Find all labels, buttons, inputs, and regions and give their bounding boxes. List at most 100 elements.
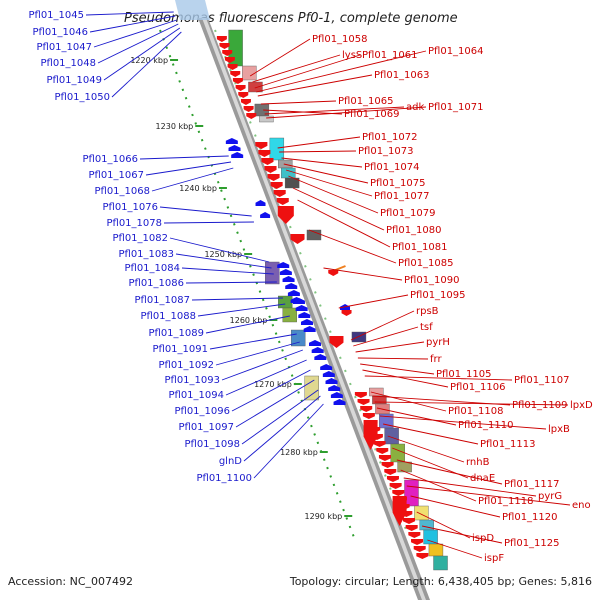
left-gene-label: Pfl01_1049 <box>46 75 102 86</box>
left-gene-label: Pfl01_1050 <box>54 92 110 103</box>
reverse-gene-arrow <box>384 469 397 475</box>
reverse-gene-arrow <box>243 106 254 112</box>
forward-gene-arrow <box>298 312 311 318</box>
reverse-gene-arrow <box>405 525 418 531</box>
reverse-gene-arrow <box>341 310 352 316</box>
forward-gene-arrow <box>309 340 322 346</box>
forward-gene-arrow <box>330 392 343 398</box>
left-gene-label: glnD <box>219 456 242 467</box>
right-gene-label: pyrH <box>426 337 450 348</box>
right-label-leader <box>257 74 373 97</box>
right-gene-label: rpsB <box>416 306 439 317</box>
forward-gene-arrow <box>255 200 266 206</box>
right-gene-label: Pfl01_1090 <box>404 275 460 286</box>
gene-block <box>282 307 297 323</box>
tick-label: 1240 kbp <box>179 184 217 193</box>
forward-gene-arrow <box>285 283 298 289</box>
right-label-leader <box>355 341 425 353</box>
right-label-leader <box>277 136 361 149</box>
left-label-leader <box>97 23 179 64</box>
reverse-gene-arrow <box>373 441 386 447</box>
gene-block <box>390 443 405 463</box>
forward-gene-arrow <box>282 276 295 282</box>
right-gene-label: Pfl01_1118 <box>478 496 534 507</box>
reverse-gene-arrow <box>290 234 305 244</box>
left-gene-labels: Pfl01_1045Pfl01_1046Pfl01_1047Pfl01_1048… <box>28 10 324 484</box>
right-gene-label: Pfl01_1110 <box>458 420 514 431</box>
reverse-gene-arrow <box>264 166 277 173</box>
right-label-leader <box>360 363 435 375</box>
right-label-leader <box>279 150 357 153</box>
left-label-leader <box>221 349 303 381</box>
reverse-gene-arrow <box>392 496 407 526</box>
left-gene-label: Pfl01_1086 <box>128 278 184 289</box>
left-gene-label: Pfl01_1066 <box>82 154 138 165</box>
gene-block <box>433 555 448 571</box>
right-gene-label: Pfl01_1120 <box>502 512 558 523</box>
forward-gene-arrow <box>322 371 335 377</box>
gene-block <box>414 505 429 521</box>
right-label-leader <box>308 229 397 264</box>
left-label-leader <box>253 403 324 479</box>
forward-gene-arrow <box>225 138 238 144</box>
tick-label: 1250 kbp <box>204 250 242 259</box>
reverse-gene-arrow <box>360 406 373 412</box>
tick-label: 1280 kbp <box>280 448 318 457</box>
right-label-leader <box>350 310 415 341</box>
right-label-leader <box>416 511 471 539</box>
accession-text: Accession: NC_007492 <box>8 575 133 588</box>
left-label-leader <box>175 253 272 269</box>
left-gene-label: Pfl01_1087 <box>134 295 190 306</box>
reverse-gene-arrow <box>276 198 289 205</box>
forward-gene-arrow <box>328 385 341 391</box>
right-label-leader <box>427 539 483 559</box>
left-label-leader <box>103 27 181 81</box>
left-gene-label: Pfl01_1096 <box>174 406 230 417</box>
forward-gene-arrow <box>320 364 333 370</box>
right-label-leader <box>266 106 427 119</box>
forward-gene-arrow <box>260 212 271 218</box>
right-gene-label: Pfl01_1079 <box>380 208 436 219</box>
left-label-leader <box>145 161 232 176</box>
right-label-leader <box>400 469 477 502</box>
right-label-leader <box>406 485 571 506</box>
gene-block <box>423 529 438 545</box>
right-label-leader <box>421 525 503 544</box>
reverse-gene-arrow <box>230 71 241 77</box>
reverse-gene-arrow <box>362 413 375 419</box>
reverse-gene-arrow <box>216 36 227 42</box>
right-gene-label: Pfl01_1069 <box>344 109 400 120</box>
scale-line <box>159 29 356 541</box>
forward-gene-arrow <box>325 378 338 384</box>
right-label-leader <box>288 175 379 214</box>
forward-gene-arrow <box>333 399 346 405</box>
forward-gene-arrow <box>311 347 324 353</box>
left-label-leader <box>215 341 300 366</box>
forward-gene-arrow <box>314 354 327 360</box>
misc-feature <box>335 265 346 271</box>
left-gene-label: Pfl01_1082 <box>112 233 168 244</box>
reverse-gene-arrow <box>277 206 294 224</box>
left-label-leader <box>231 369 311 412</box>
reverse-gene-arrow <box>267 174 280 181</box>
left-gene-label: Pfl01_1046 <box>32 27 88 38</box>
tick-label: 1270 kbp <box>254 380 292 389</box>
right-label-leader <box>380 415 547 430</box>
right-label-leader <box>353 326 419 347</box>
right-label-leader <box>364 375 513 381</box>
right-gene-label: Pfl01_1113 <box>480 439 536 450</box>
reverse-gene-arrow <box>329 336 344 348</box>
gene-arrows <box>216 36 429 559</box>
left-gene-label: Pfl01_1097 <box>178 422 234 433</box>
right-gene-label: Pfl01_1065 <box>338 96 394 107</box>
left-gene-label: Pfl01_1068 <box>94 186 150 197</box>
genome-summary-text: Topology: circular; Length: 6,438,405 bp… <box>289 575 592 588</box>
left-gene-label: Pfl01_1045 <box>28 10 84 21</box>
left-label-leader <box>163 221 254 224</box>
left-gene-label: Pfl01_1089 <box>148 328 204 339</box>
reverse-gene-arrow <box>381 462 394 468</box>
reverse-gene-arrow <box>261 158 274 165</box>
right-gene-label: Pfl01_1064 <box>428 46 484 57</box>
right-gene-label: rnhB <box>466 457 490 468</box>
